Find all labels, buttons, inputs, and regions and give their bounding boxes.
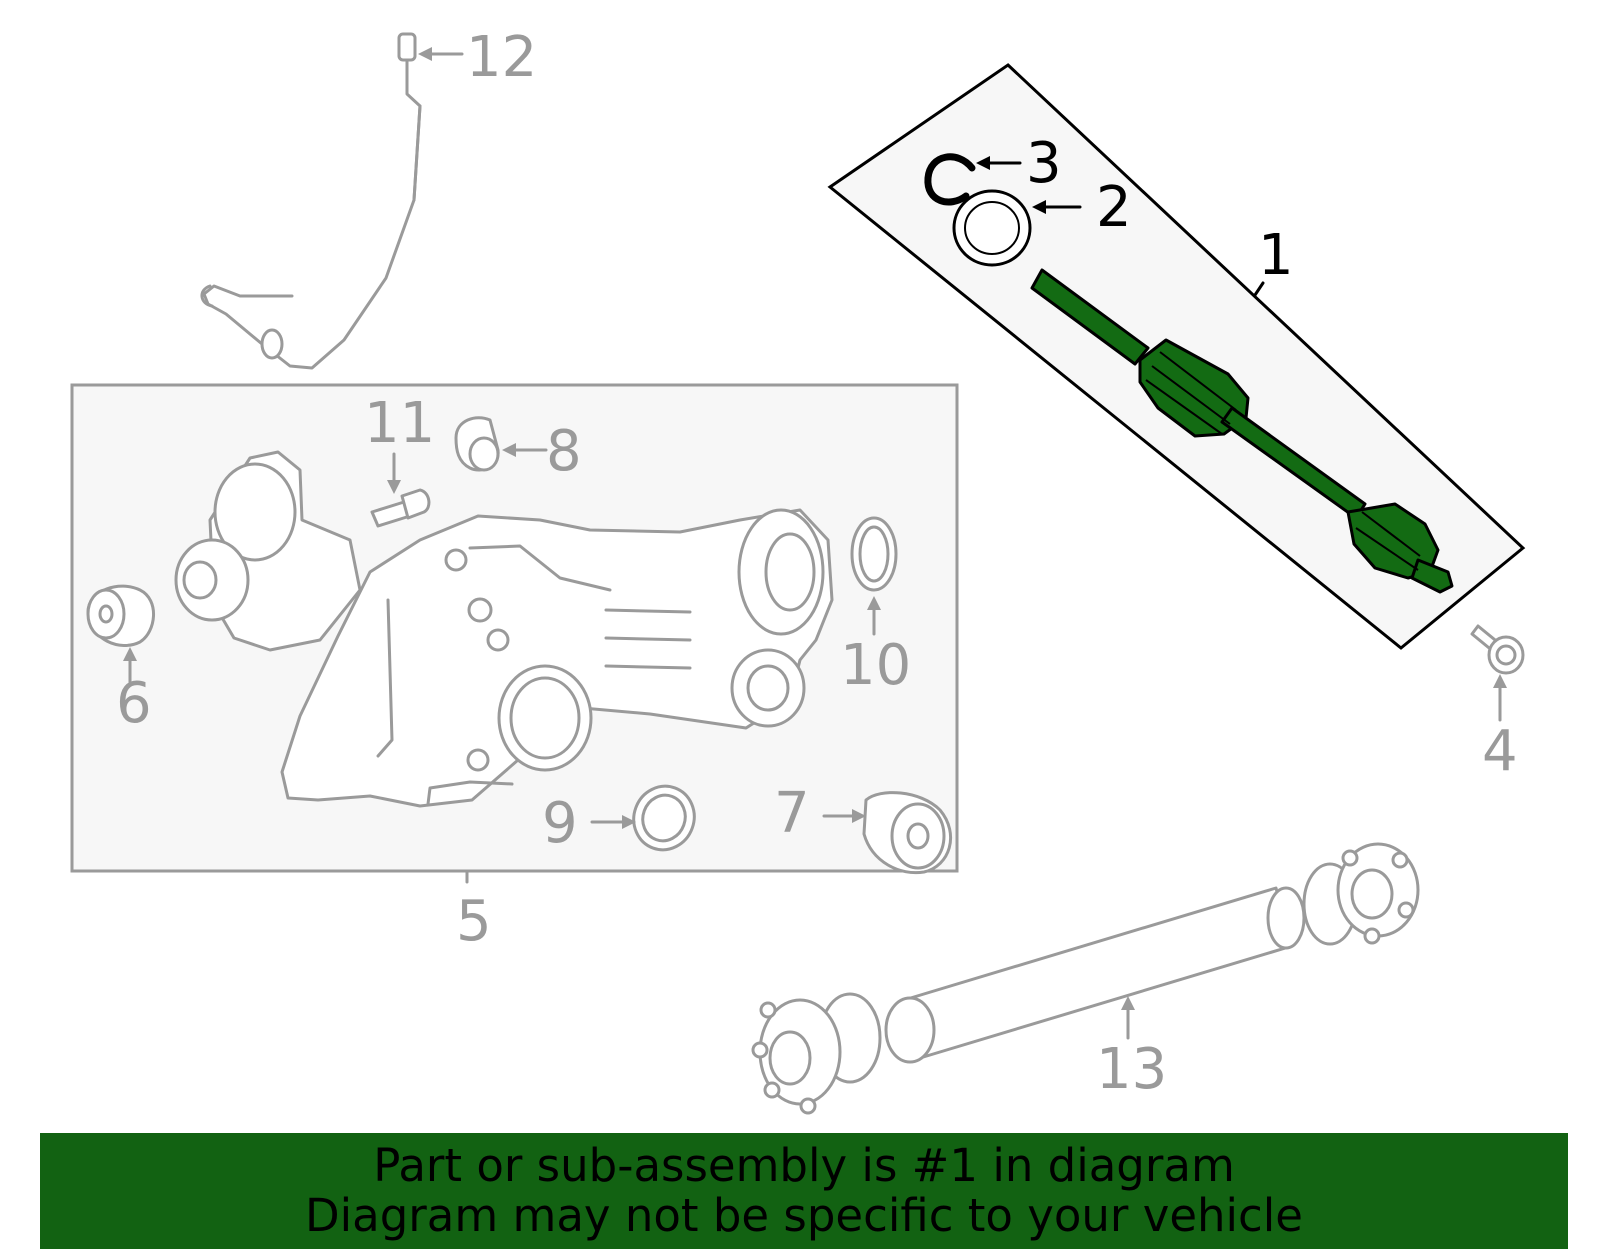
callout-9: 9 — [542, 791, 578, 856]
bushing-part-6[interactable] — [86, 584, 155, 647]
sensor-harness-part-12[interactable] — [200, 32, 422, 370]
snap-ring-part-3[interactable] — [924, 153, 976, 206]
arrow-2 — [1032, 200, 1046, 214]
callout-6: 6 — [116, 671, 152, 736]
arrow-3 — [976, 156, 990, 170]
banner-line-2: Diagram may not be specific to your vehi… — [305, 1189, 1303, 1242]
banner-line-1: Part or sub-assembly is #1 in diagram — [373, 1139, 1235, 1192]
info-banner: Part or sub-assembly is #1 in diagram Di… — [40, 1133, 1568, 1249]
callout-13: 13 — [1096, 1037, 1167, 1102]
drive-shaft-part-13[interactable] — [751, 842, 1420, 1115]
differential-housing-part-5[interactable] — [174, 450, 834, 808]
arrow-11 — [387, 480, 401, 494]
callout-3: 3 — [1026, 131, 1062, 196]
plug-part-8[interactable] — [454, 416, 500, 472]
seal-part-2[interactable] — [952, 189, 1032, 267]
callout-12: 12 — [466, 25, 537, 90]
callout-10: 10 — [840, 633, 911, 698]
arrow-12 — [418, 47, 432, 61]
oring-part-9[interactable] — [625, 778, 703, 859]
bolt-part-4[interactable] — [1470, 624, 1525, 675]
callout-4: 4 — [1482, 719, 1518, 784]
axle-shaft-part-1[interactable] — [1030, 268, 1454, 594]
breather-part-11[interactable] — [370, 488, 431, 528]
callout-8: 8 — [546, 419, 582, 484]
callout-11: 11 — [364, 391, 435, 456]
arrow-8 — [502, 443, 516, 457]
arrow-9 — [622, 815, 636, 829]
callout-5: 5 — [456, 889, 492, 954]
arrow-4 — [1493, 674, 1507, 688]
oring-part-10[interactable] — [850, 516, 898, 592]
bushing-part-7[interactable] — [862, 791, 952, 875]
callout-7: 7 — [774, 781, 810, 846]
arrow-13 — [1121, 996, 1135, 1010]
arrow-6 — [123, 647, 137, 661]
arrow-7 — [852, 809, 866, 823]
callout-1: 1 — [1258, 223, 1294, 288]
arrow-10 — [867, 596, 881, 610]
callout-2: 2 — [1096, 175, 1132, 240]
leader-1 — [1253, 281, 1265, 297]
